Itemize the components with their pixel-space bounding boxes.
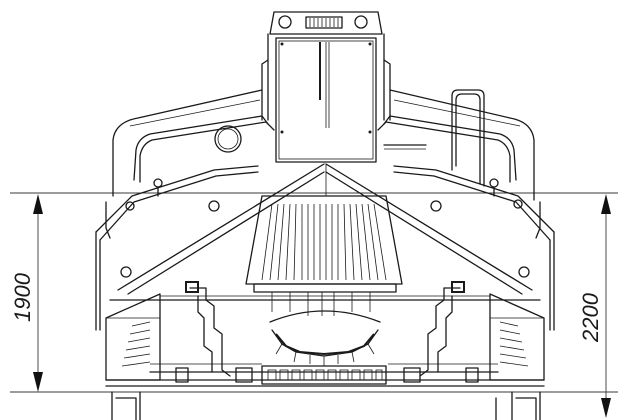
arrow-down-icon [601,398,611,418]
arrow-down-icon [33,372,43,392]
machine-body [105,89,541,239]
side-brackets [185,281,465,377]
dimension-left: 1900 [10,194,43,392]
hopper-grille [245,195,403,316]
arrow-up-icon [33,194,43,214]
bottom-assembly [105,363,545,420]
dimension-reference-lines [10,192,618,393]
main-frame [109,295,541,301]
screed-side-plates [105,293,545,381]
arrow-up-icon [601,194,611,214]
auger-chain [269,310,381,366]
conveyor-arms [117,163,533,295]
cab [261,11,391,163]
dimension-right: 2200 [578,194,611,418]
dimension-right-label: 2200 [578,292,603,343]
dimension-left-label: 1900 [10,272,35,322]
handrails [95,89,555,331]
